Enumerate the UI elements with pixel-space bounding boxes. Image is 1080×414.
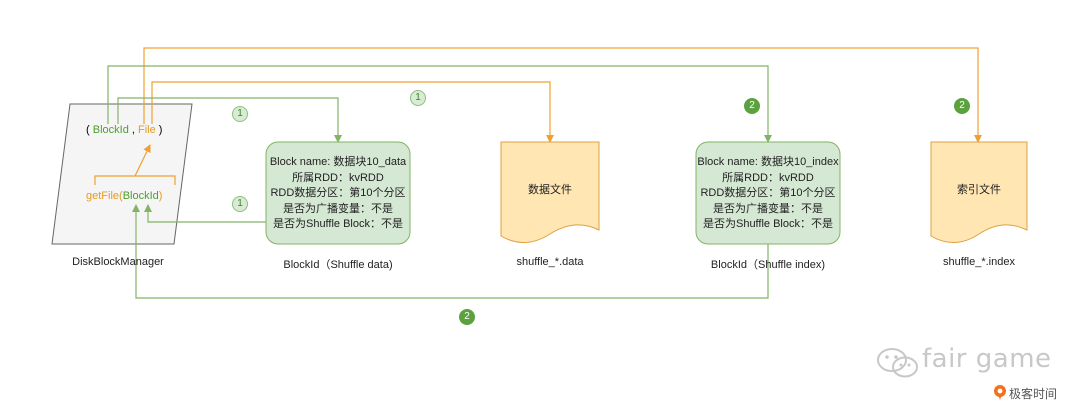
getfile-to-tuple-arrow xyxy=(134,144,151,177)
tuple-file: File xyxy=(138,124,156,136)
wechat-icon xyxy=(876,346,920,384)
blockid-index-line: RDD数据分区：第10个分区 xyxy=(700,187,836,199)
getfile-close: ) xyxy=(158,190,163,202)
getfile-arg: BlockId xyxy=(122,190,159,202)
geektime-logo-icon xyxy=(993,384,1007,404)
getfile-fn: getFile( xyxy=(86,190,123,202)
tuple-blockid: BlockId xyxy=(92,124,129,136)
getfile-call: getFile(BlockId) xyxy=(86,190,162,202)
data-file-label: shuffle_*.data xyxy=(516,256,584,268)
data-file-shape xyxy=(500,141,600,243)
tuple-open: ( xyxy=(86,124,90,136)
blockid-index-to-getfile-edge xyxy=(132,204,769,299)
geektime-brand: 极客时间 xyxy=(1009,387,1058,401)
step-one-badge: 1 xyxy=(232,106,248,122)
step-two-badge: 2 xyxy=(744,98,760,114)
step-one-badge: 1 xyxy=(232,196,248,212)
blockid-data-box xyxy=(265,141,411,245)
step-two-badge: 2 xyxy=(954,98,970,114)
blockid-index-label: BlockId（Shuffle index) xyxy=(710,259,826,271)
manager-to-blockid-index-edge xyxy=(107,65,772,143)
blockid-data-text: Block name: 数据块10_data 所属RDD：kvRDD RDD数据… xyxy=(266,155,410,233)
blockid-index-line: 是否为广播变量：不是 xyxy=(713,202,823,215)
blockid-data-line: Block name: 数据块10_data xyxy=(269,156,407,168)
blockid-data-line: 是否为Shuffle Block：不是 xyxy=(272,218,403,230)
file-to-data-file-edge xyxy=(151,81,554,143)
blockid-index-line: 是否为Shuffle Block：不是 xyxy=(702,218,833,230)
blockid-index-text: Block name: 数据块10_index 所属RDD：kvRDD RDD数… xyxy=(696,155,840,233)
blockid-data-line: 是否为广播变量：不是 xyxy=(283,202,393,215)
blockid-data-line: RDD数据分区：第10个分区 xyxy=(270,187,406,199)
blockid-data-to-getfile-edge xyxy=(144,204,266,223)
blockid-file-tuple: ( BlockId , File ) xyxy=(86,124,162,136)
blockid-index-line: 所属RDD：kvRDD xyxy=(722,171,814,184)
tuple-close: ) xyxy=(158,124,163,136)
disk-block-manager-label: DiskBlockManager xyxy=(72,256,164,268)
index-file-shape xyxy=(930,141,1028,243)
disk-block-manager-shape xyxy=(51,103,193,245)
getfile-bracket xyxy=(94,175,176,185)
index-file-label: shuffle_*.index xyxy=(943,256,1015,268)
blockid-data-line: 所属RDD：kvRDD xyxy=(292,171,384,184)
tuple-comma: , xyxy=(131,124,135,136)
step-two-badge: 2 xyxy=(459,309,475,325)
file-to-index-file-edge xyxy=(143,47,982,143)
blockid-index-line: Block name: 数据块10_index xyxy=(697,156,839,168)
manager-to-blockid-data-edge xyxy=(117,97,342,143)
blockid-data-label: BlockId（Shuffle data) xyxy=(283,259,393,271)
blockid-index-box xyxy=(695,141,841,245)
watermark-text: fair game xyxy=(922,344,1052,374)
data-file-text: 数据文件 xyxy=(528,184,572,196)
step-one-badge: 1 xyxy=(410,90,426,106)
index-file-text: 索引文件 xyxy=(957,184,1001,196)
